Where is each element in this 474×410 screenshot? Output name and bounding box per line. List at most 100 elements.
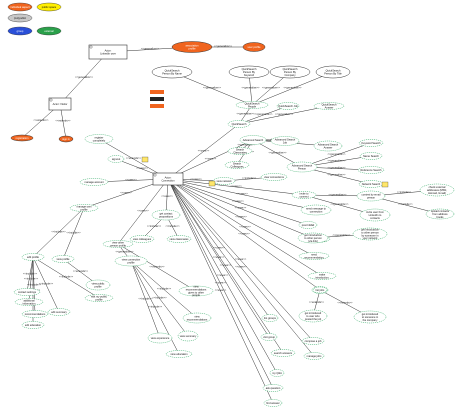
node-label: Person By: [243, 70, 256, 74]
use-case-ellipse: [21, 321, 45, 329]
node-post-inmail[interactable]: post InMail: [298, 221, 318, 229]
edge-label: <<include>>: [397, 190, 412, 194]
node-view-summary[interactable]: view summary: [177, 330, 199, 342]
node-label: QuickSearch: [245, 101, 260, 105]
use-case-ellipse: [239, 135, 267, 145]
node-network-search[interactable]: Network Search: [358, 180, 384, 188]
edge-advanced_search_person-to-keyword_search: <<generalize>>: [301, 142, 372, 168]
use-case-ellipse: [14, 298, 44, 306]
node-advanced-search[interactable]: Advanced Search: [239, 135, 267, 145]
node-my-qa[interactable]: my Q&A: [269, 369, 285, 377]
use-case-ellipse: [352, 227, 388, 241]
node-view-colleagues[interactable]: view colleagues: [129, 235, 155, 243]
node-view-connections[interactable]: view connections: [260, 173, 288, 181]
node-label: view connection: [122, 257, 141, 261]
node-label: QuickSearch: [232, 122, 247, 126]
node-visit-group[interactable]: visit group: [260, 333, 278, 341]
actor-box: [48, 97, 72, 111]
node-keyword-search[interactable]: Keyword Search: [358, 139, 384, 147]
node-qs-job[interactable]: QuickSearch Job: [276, 102, 300, 110]
edge-view_connection_profile-to-view_experience: <<include>>: [130, 260, 161, 339]
edge-label: <<generalize>>: [275, 112, 294, 116]
edge-label: <<uses>>: [215, 281, 227, 285]
node-list-groups[interactable]: list groups: [261, 314, 279, 322]
node-view-experience[interactable]: view experience: [147, 332, 173, 344]
edge-line: [26, 256, 34, 293]
node-recommendations[interactable]: recommendations: [21, 310, 49, 318]
node-view-network[interactable]: view network: [212, 177, 236, 185]
node-user-profile[interactable]: user profile: [242, 42, 266, 52]
node-find-answer[interactable]: find answer: [263, 399, 283, 407]
node-search-answers[interactable]: search answers: [270, 349, 296, 357]
edge-qs_job-to-quicksearch: <<generalize>>: [238, 105, 289, 125]
node-view-classmates[interactable]: view classmates: [166, 235, 192, 243]
node-view-education[interactable]: view education: [165, 350, 193, 358]
edge-line: [62, 207, 85, 260]
edge-label: <<include>>: [148, 305, 163, 309]
node-actor-connection[interactable]: Actor:Connection: [152, 172, 184, 186]
node-edit-summary[interactable]: edit summary: [47, 308, 71, 316]
node-manage-jobs[interactable]: manage jobs: [303, 352, 325, 360]
node-ask-question[interactable]: ask question: [262, 384, 284, 392]
use-case-ellipse: [79, 178, 109, 186]
node-list-jobs[interactable]: list jobs: [312, 286, 328, 294]
edge-manage_own_profile-to-edit_profile: <<include>>: [32, 207, 85, 258]
edge-qs_answer-to-quicksearch: <<generalize>>: [238, 105, 330, 125]
node-actor-visitor[interactable]: Actor: Visitor: [48, 97, 72, 111]
node-manage-account[interactable]: manage account: [79, 178, 109, 186]
node-signout[interactable]: signout: [107, 155, 125, 163]
node-contact-settings[interactable]: contact settings: [13, 288, 41, 296]
node-label: edit education: [25, 323, 42, 327]
node-view-profile[interactable]: view profile: [51, 255, 75, 263]
node-quicksearch[interactable]: QuickSearch: [227, 120, 251, 128]
node-label: by someone in: [362, 233, 379, 237]
node-actor-linkedin-user[interactable]: Actor:LinkedIn user: [88, 44, 128, 60]
node-compose-job[interactable]: compose a job: [301, 337, 325, 345]
use-case-ellipse: [10, 134, 34, 142]
node-edit-education[interactable]: edit education: [21, 321, 45, 329]
node-reference-search[interactable]: Reference Search: [357, 166, 385, 174]
edge-line: [167, 178, 314, 342]
node-name-search[interactable]: Name Search: [359, 152, 383, 160]
node-label: get contact: [160, 211, 173, 215]
node-edit-profile[interactable]: edit profile: [21, 253, 45, 261]
use-case-ellipse: [312, 286, 328, 294]
node-sign-in[interactable]: sign in: [58, 135, 74, 143]
node-registration[interactable]: registration: [10, 134, 34, 142]
node-label: Actor:: [165, 175, 172, 179]
